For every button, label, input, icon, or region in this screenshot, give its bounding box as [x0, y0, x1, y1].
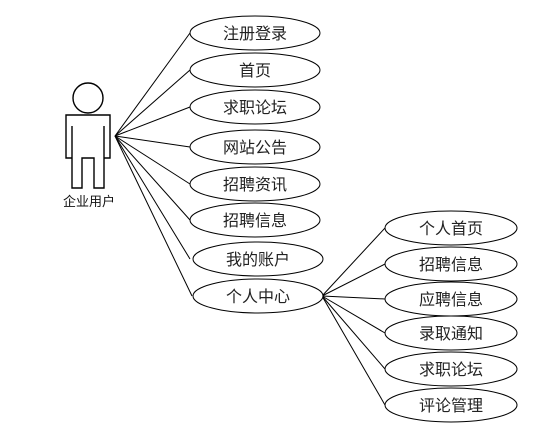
use-case-label: 招聘信息 [419, 255, 483, 274]
use-case-register-login[interactable]: 注册登录 [189, 15, 321, 51]
use-case-recruit-news[interactable]: 招聘资讯 [189, 166, 321, 202]
actor-associations [114, 32, 193, 297]
actor-label: 企业用户 [63, 194, 115, 210]
use-case-label: 求职论坛 [223, 98, 287, 117]
use-case-label: 个人首页 [419, 219, 483, 238]
sub-use-case-personal-home[interactable]: 个人首页 [384, 210, 518, 246]
use-case-label: 个人中心 [226, 287, 290, 306]
sub-use-case-admission-notice[interactable]: 录取通知 [384, 315, 518, 351]
use-case-label: 评论管理 [419, 396, 483, 415]
use-case-label: 网站公告 [223, 138, 287, 157]
use-case-label: 首页 [239, 61, 271, 80]
actor-head [72, 82, 104, 114]
sub-use-case-application-info[interactable]: 应聘信息 [384, 281, 518, 317]
use-case-label: 注册登录 [223, 24, 287, 43]
use-case-label: 求职论坛 [419, 360, 483, 379]
actor-body [65, 114, 111, 189]
use-case-label: 我的账户 [226, 250, 290, 269]
sub-use-case-job-forum[interactable]: 求职论坛 [384, 351, 518, 387]
sub-use-case-comment-management[interactable]: 评论管理 [384, 387, 518, 423]
sub-use-case-recruit-info[interactable]: 招聘信息 [384, 246, 518, 282]
use-case-my-account[interactable]: 我的账户 [192, 241, 324, 277]
use-case-label: 招聘信息 [223, 211, 287, 230]
center-associations [321, 227, 386, 406]
actor: 企业用户 [63, 82, 115, 210]
use-case-site-notice[interactable]: 网站公告 [189, 129, 321, 165]
use-case-personal-center[interactable]: 个人中心 [192, 278, 324, 314]
use-case-label: 应聘信息 [419, 290, 483, 309]
use-case-job-forum[interactable]: 求职论坛 [189, 89, 321, 125]
use-case-label: 录取通知 [419, 324, 483, 343]
use-case-home[interactable]: 首页 [189, 52, 321, 88]
use-case-recruit-info[interactable]: 招聘信息 [189, 202, 321, 238]
use-case-label: 招聘资讯 [223, 175, 287, 194]
